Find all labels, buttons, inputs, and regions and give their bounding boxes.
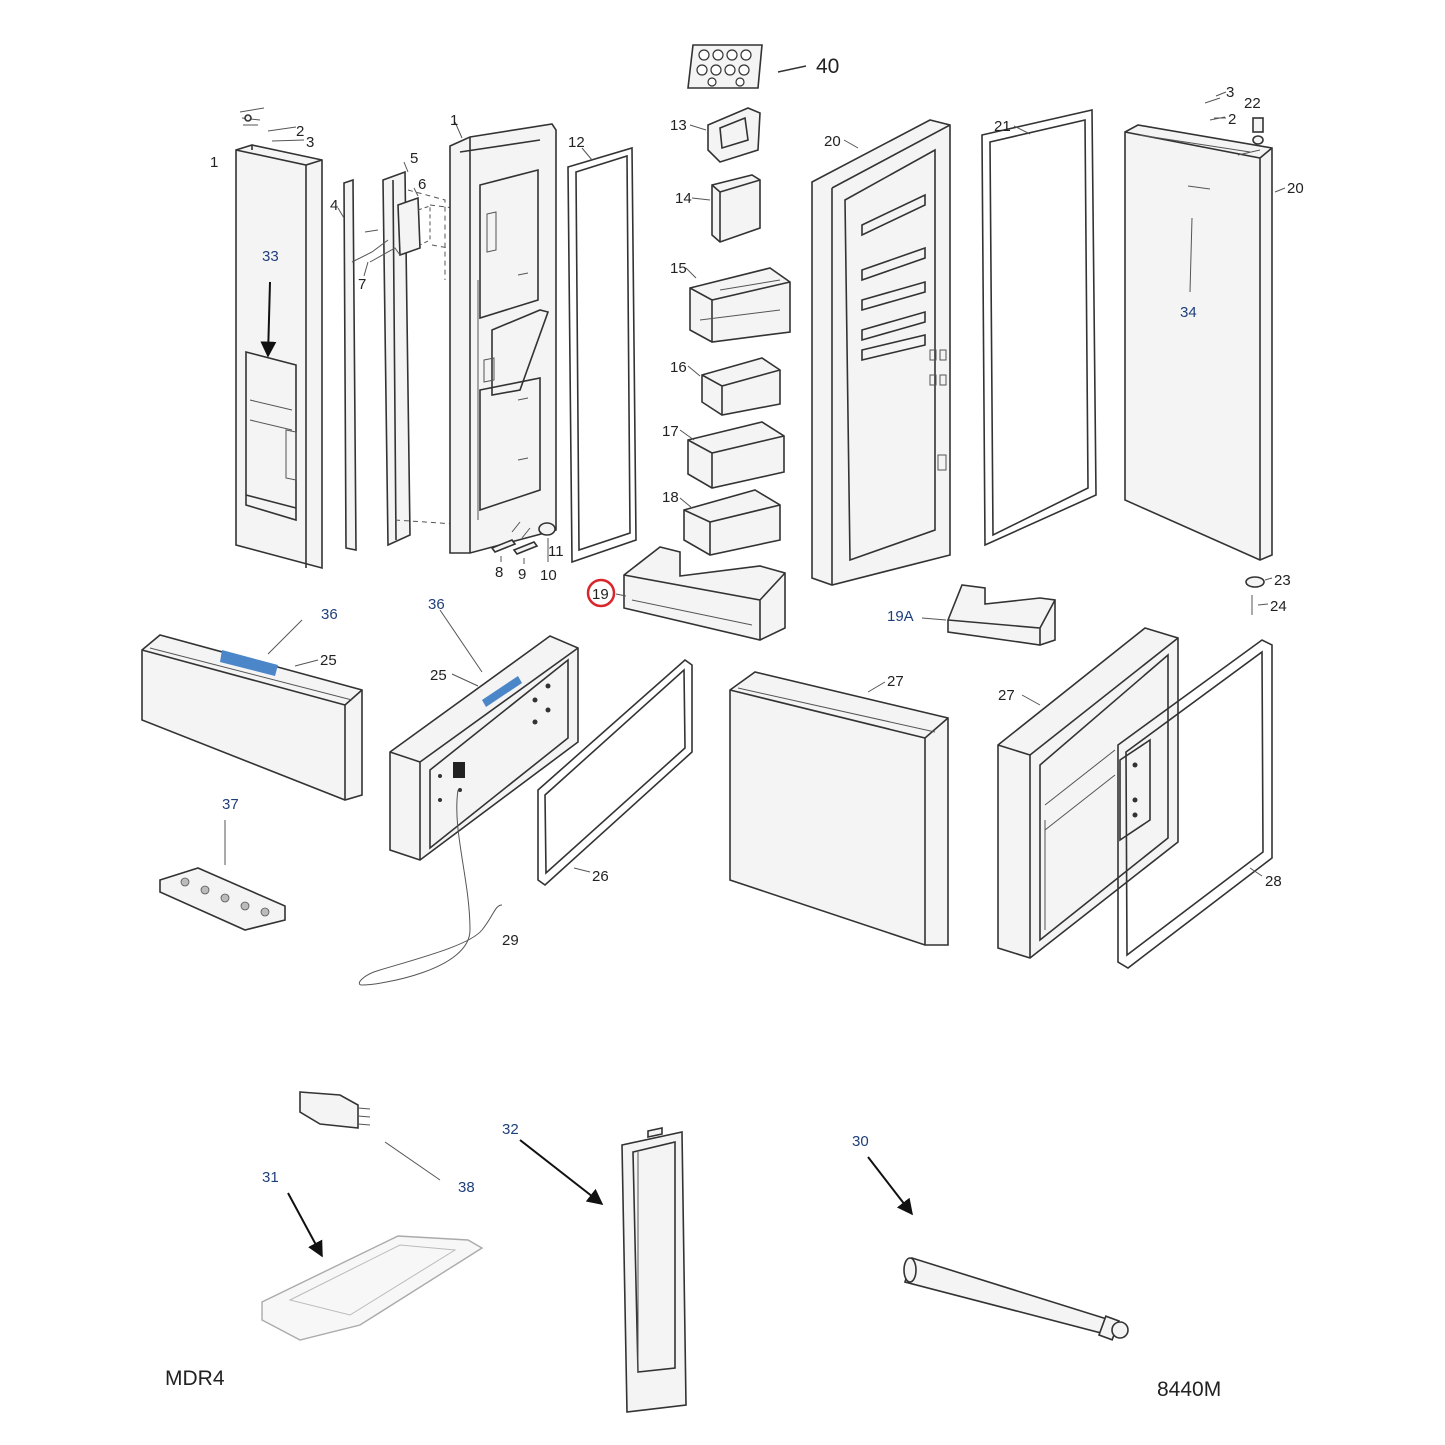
callout-circle xyxy=(586,578,616,608)
left-door-gasket xyxy=(567,146,637,564)
label-14: 14 xyxy=(675,190,692,207)
micro-switch xyxy=(299,1091,371,1129)
door-shelf-17 xyxy=(687,421,785,489)
label-2-left: 2 xyxy=(296,123,304,140)
label-31: 31 xyxy=(262,1169,279,1186)
label-21: 21 xyxy=(994,118,1011,135)
label-22: 22 xyxy=(1244,95,1261,112)
label-32: 32 xyxy=(502,1121,519,1138)
label-20-right: 20 xyxy=(1287,180,1304,197)
label-17: 17 xyxy=(662,423,679,440)
label-34: 34 xyxy=(1180,304,1197,321)
label-6: 6 xyxy=(418,176,426,193)
freezer-drawer-inner-panel xyxy=(389,635,579,861)
hinge-bar-assembly xyxy=(351,170,431,547)
label-2-right: 2 xyxy=(1228,111,1236,128)
label-19: 19 xyxy=(592,586,609,603)
drip-tray xyxy=(261,1235,484,1341)
dispenser-panel xyxy=(621,1127,687,1413)
label-19a: 19A xyxy=(887,608,914,625)
label-26: 26 xyxy=(592,868,609,885)
label-25-left: 25 xyxy=(320,652,337,669)
label-30: 30 xyxy=(852,1133,869,1150)
highlight-tape-right xyxy=(482,676,522,707)
label-15: 15 xyxy=(670,260,687,277)
label-7: 7 xyxy=(358,276,366,293)
label-12: 12 xyxy=(568,134,585,151)
left-door-inner-liner xyxy=(449,123,557,554)
label-18: 18 xyxy=(662,489,679,506)
hinge-parts-23-24 xyxy=(1245,576,1265,615)
label-23: 23 xyxy=(1274,572,1291,589)
egg-tray-part xyxy=(687,44,763,89)
label-10: 10 xyxy=(540,567,557,584)
right-door-outer-panel xyxy=(1124,97,1273,561)
label-9: 9 xyxy=(518,566,526,583)
model-code-right: 8440M xyxy=(1157,1378,1221,1401)
label-27-right: 27 xyxy=(998,687,1015,704)
wire-harness xyxy=(358,789,503,986)
door-shelf-16 xyxy=(701,357,781,416)
label-38: 38 xyxy=(458,1179,475,1196)
right-door-inner-liner xyxy=(811,119,951,586)
label-27-center: 27 xyxy=(887,673,904,690)
drawer-gasket-26 xyxy=(537,658,693,887)
small-door-bin xyxy=(711,174,761,243)
dairy-bin xyxy=(689,267,791,343)
label-36-right: 36 xyxy=(428,596,445,613)
label-28: 28 xyxy=(1265,873,1282,890)
model-code-left: MDR4 xyxy=(165,1367,225,1390)
small-hardware-parts xyxy=(490,521,556,555)
label-1-left: 1 xyxy=(210,154,218,171)
drawer-gasket-28 xyxy=(1117,639,1273,969)
drawer-front-27 xyxy=(729,671,949,946)
label-29: 29 xyxy=(502,932,519,949)
control-board xyxy=(159,867,286,931)
door-gasket-strip xyxy=(343,178,357,551)
label-37: 37 xyxy=(222,796,239,813)
door-bin-19a xyxy=(947,584,1056,646)
label-5: 5 xyxy=(410,150,418,167)
label-36-left: 36 xyxy=(321,606,338,623)
label-16: 16 xyxy=(670,359,687,376)
label-13: 13 xyxy=(670,117,687,134)
label-3-left: 3 xyxy=(306,134,314,151)
label-3-right: 3 xyxy=(1226,84,1234,101)
label-25-right: 25 xyxy=(430,667,447,684)
label-40: 40 xyxy=(816,55,839,78)
door-shelf-18 xyxy=(683,489,781,556)
label-4: 4 xyxy=(330,197,338,214)
right-door-gasket xyxy=(981,109,1097,547)
drawer-frame-27 xyxy=(997,627,1179,959)
label-33: 33 xyxy=(262,248,279,265)
upper-bracket-part xyxy=(707,107,761,163)
label-1-inner: 1 xyxy=(450,112,458,129)
label-8: 8 xyxy=(495,564,503,581)
label-24: 24 xyxy=(1270,598,1287,615)
water-tube xyxy=(903,1256,1129,1341)
highlight-tape-left xyxy=(220,650,278,676)
label-20-center: 20 xyxy=(824,133,841,150)
freezer-drawer-front-left xyxy=(141,634,363,801)
left-door-outer-panel xyxy=(235,107,323,570)
door-bin-19 xyxy=(623,546,786,641)
label-11: 11 xyxy=(548,543,564,560)
